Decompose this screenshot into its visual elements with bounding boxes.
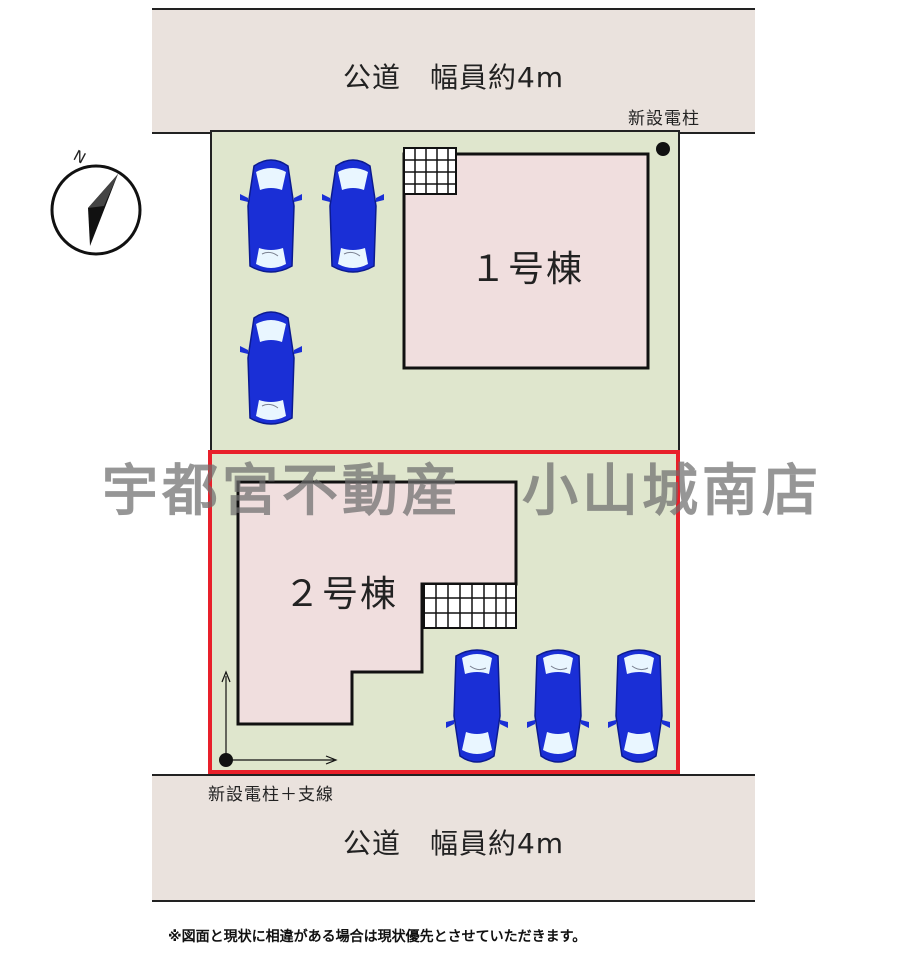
building-2-outline: [236, 480, 518, 726]
parking-car-icon: [240, 159, 302, 273]
watermark: 宇都宮不動産 小山城南店: [102, 459, 822, 524]
building-2-label: ２号棟: [284, 574, 399, 615]
compass: N: [48, 146, 148, 258]
bottom-pole-label: 新設電柱＋支線: [208, 785, 334, 805]
top-pole-label: 新設電柱: [628, 109, 700, 129]
parking-car-icon: [527, 644, 589, 768]
parking-car-icon: [608, 644, 670, 768]
parking-car-icon: [446, 644, 508, 768]
building-1-label: １号棟: [470, 249, 585, 290]
parking-car-icon: [322, 159, 384, 273]
top-road-label: 公道 幅員約4m: [342, 61, 565, 94]
building-1-outline: [402, 147, 650, 370]
bottom-road: 公道 幅員約4m: [152, 774, 755, 902]
utility-pole-top: [656, 142, 670, 156]
guy-wire-arrows: [219, 670, 338, 767]
top-road: 公道 幅員約4m: [152, 8, 755, 134]
north-arrow-icon: [50, 164, 142, 256]
bottom-road-label: 公道 幅員約4m: [342, 827, 565, 860]
disclaimer-note: ※図面と現状に相違がある場合は現状優先とさせていただきます。: [168, 929, 587, 945]
parking-car-icon: [240, 311, 302, 425]
